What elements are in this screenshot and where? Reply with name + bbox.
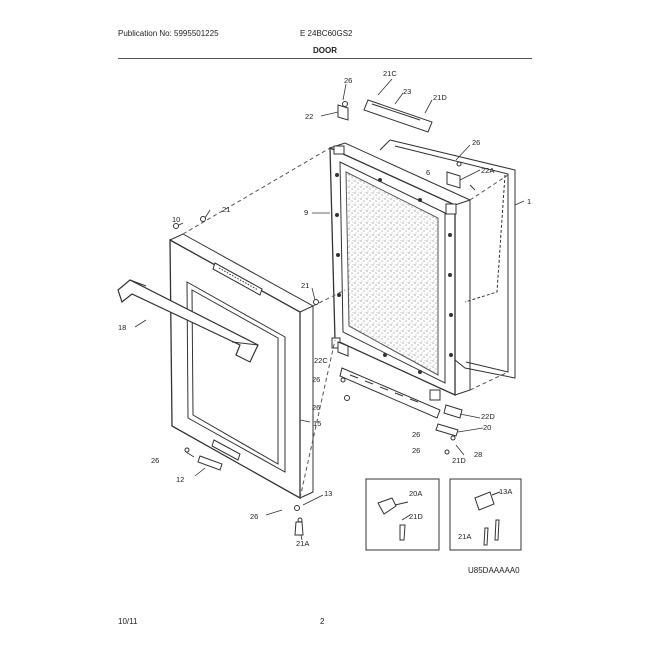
alignment-lines xyxy=(182,147,509,499)
callout-26-d: 26 xyxy=(412,446,420,455)
callout-26-e: 26 xyxy=(151,456,159,465)
callout-26-right: 26 xyxy=(472,138,480,147)
outer-door-panel xyxy=(169,233,315,500)
callout-13a: 13A xyxy=(499,487,512,496)
callout-15: 15 xyxy=(313,419,321,428)
model-number: E 24BC60GS2 xyxy=(300,29,353,38)
callout-26-c: 26 xyxy=(412,430,420,439)
door-gasket xyxy=(379,139,516,379)
fasteners xyxy=(173,101,462,536)
diagram-code: U85DAAAAA0 xyxy=(468,566,520,575)
hinge-22 xyxy=(337,104,349,121)
inset-detail-left xyxy=(365,478,440,551)
callout-20a: 20A xyxy=(409,489,422,498)
hinge-20 xyxy=(435,423,459,437)
callout-18: 18 xyxy=(118,323,126,332)
callout-21d-top: 21D xyxy=(433,93,447,102)
callout-22a: 22A xyxy=(481,166,494,175)
callout-22: 22 xyxy=(305,112,313,121)
publication-number: Publication No: 5995501225 xyxy=(118,29,219,38)
callout-26-b: 26 xyxy=(312,403,320,412)
callout-26-a: 26 xyxy=(312,375,320,384)
inner-door-frame xyxy=(329,142,471,401)
callout-28: 28 xyxy=(474,450,482,459)
callout-23: 23 xyxy=(403,87,411,96)
hinge-22a xyxy=(446,171,461,189)
footer-date: 10/11 xyxy=(118,617,138,626)
callout-22d: 22D xyxy=(481,412,495,421)
callout-10: 10 xyxy=(172,215,180,224)
callout-13: 13 xyxy=(324,489,332,498)
inset-detail-right xyxy=(449,478,522,551)
callout-20: 20 xyxy=(483,423,491,432)
callout-6: 6 xyxy=(426,168,430,177)
callout-21-top: 21 xyxy=(222,205,230,214)
callout-21a: 21A xyxy=(296,539,309,548)
callout-1: 1 xyxy=(527,197,531,206)
section-title: DOOR xyxy=(313,46,337,55)
door-handle xyxy=(117,279,259,363)
leader-lines xyxy=(134,78,525,541)
callout-21c: 21C xyxy=(383,69,397,78)
callout-21d-inset: 21D xyxy=(409,512,423,521)
callout-22c: 22C xyxy=(314,356,328,365)
trim-12 xyxy=(197,455,223,471)
callout-12: 12 xyxy=(176,475,184,484)
hinge-22d xyxy=(443,404,463,419)
hinge-22c xyxy=(337,341,349,357)
callout-26-f: 26 xyxy=(250,512,258,521)
callout-21d-bottom: 21D xyxy=(452,456,466,465)
callout-21-side: 21 xyxy=(301,281,309,290)
callout-26-top: 26 xyxy=(344,76,352,85)
callout-21a-inset: 21A xyxy=(458,532,471,541)
bottom-trim-strip xyxy=(339,367,441,419)
callout-9: 9 xyxy=(304,208,308,217)
footer-page-number: 2 xyxy=(320,617,325,626)
top-hinge-bracket xyxy=(363,99,433,133)
header-rule xyxy=(118,58,532,59)
callout-labels: 1 9 10 12 13 15 18 20 20A 21 21 21A 21A … xyxy=(118,69,531,548)
